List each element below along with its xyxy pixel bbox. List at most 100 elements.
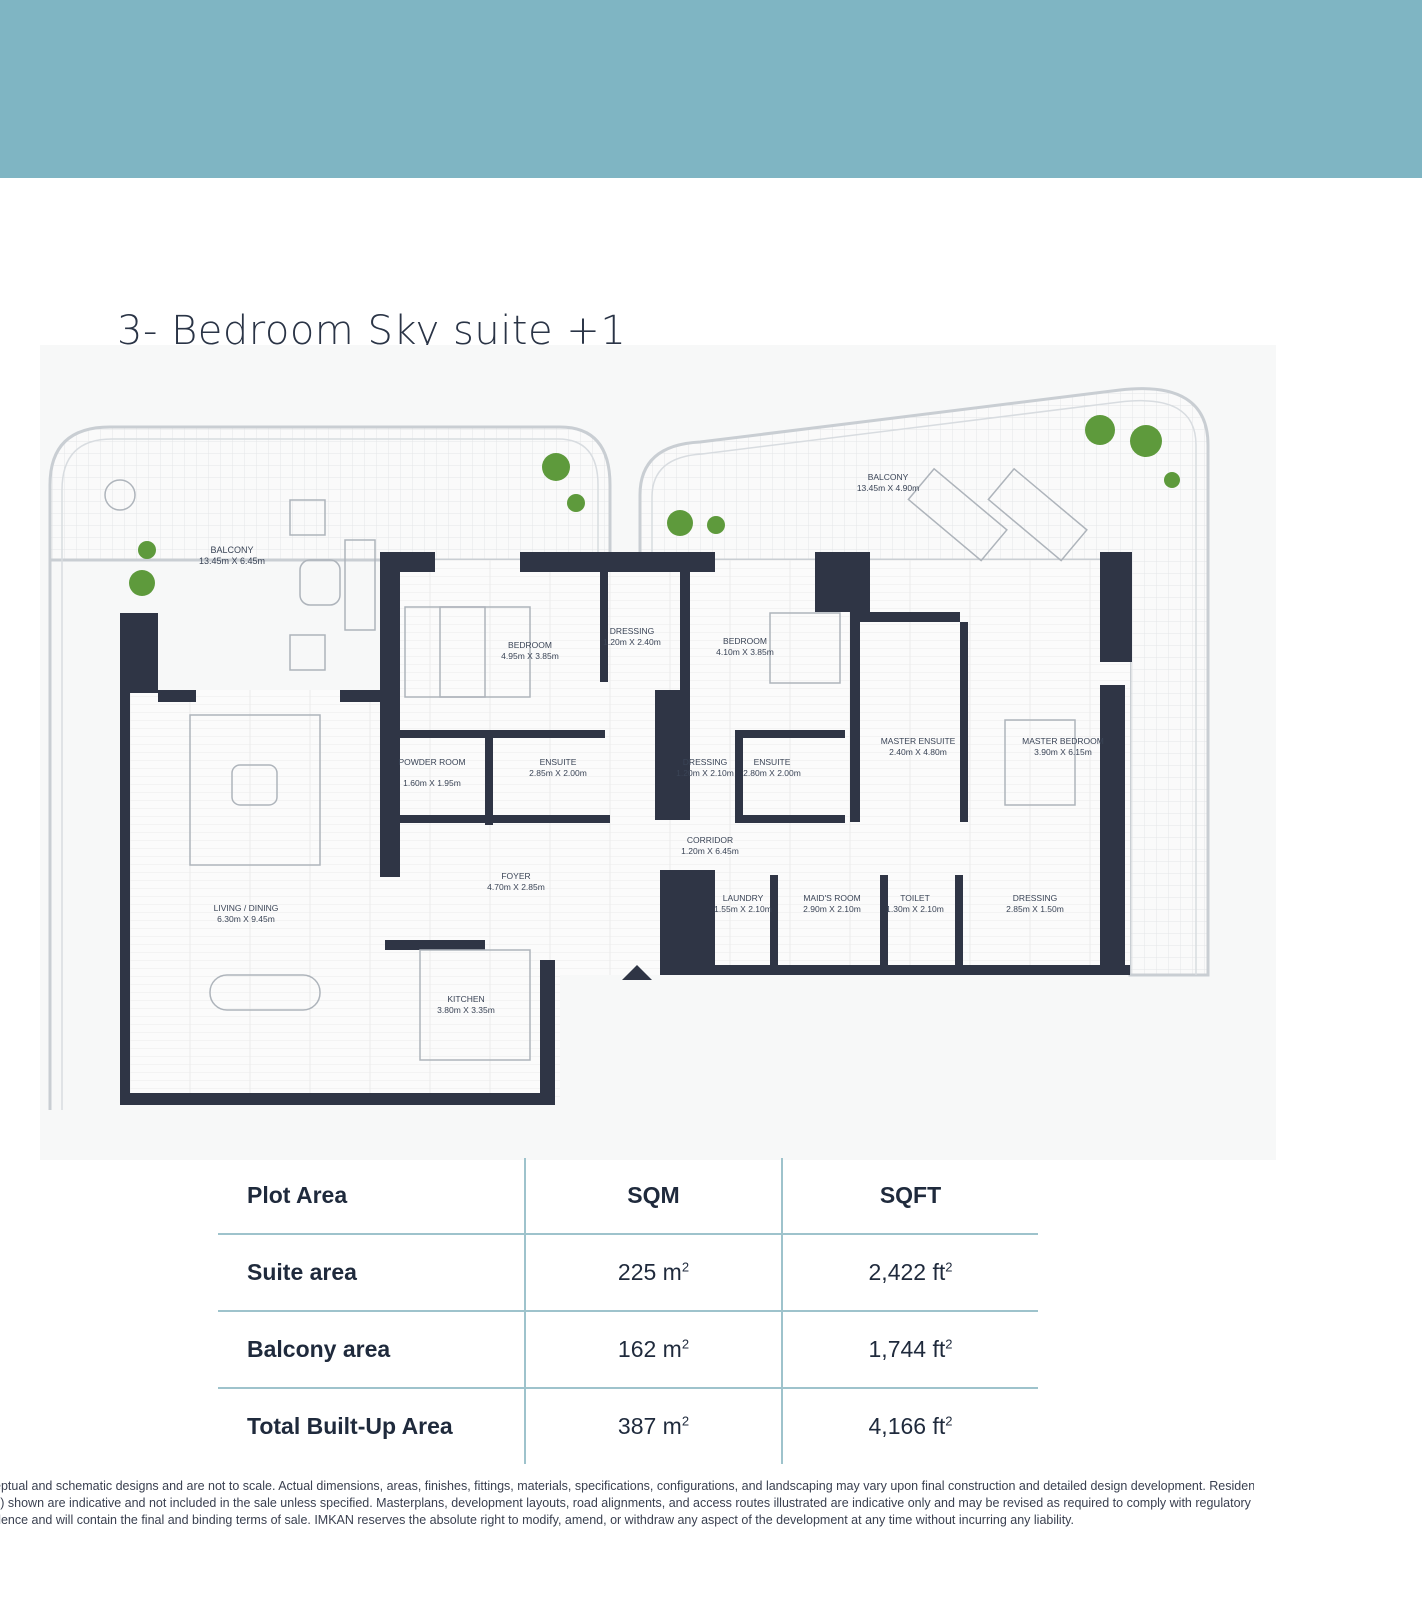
svg-text:4.10m X 3.85m: 4.10m X 3.85m <box>716 647 774 657</box>
svg-text:2.80m X 2.00m: 2.80m X 2.00m <box>743 768 801 778</box>
room-name: BALCONY <box>868 472 909 482</box>
room-dims: 13.45m X 4.90m <box>857 483 919 493</box>
row-label: Balcony area <box>218 1310 525 1388</box>
row-label: Total Built-Up Area <box>218 1387 525 1464</box>
table-header-row: Plot Area SQM SQFT <box>218 1158 1038 1234</box>
svg-text:POWDER ROOM: POWDER ROOM <box>398 757 465 767</box>
sqm-header: SQM <box>524 1158 782 1234</box>
room-dims: 6.30m X 9.45m <box>217 914 275 924</box>
svg-text:13.45m X 6.45m: 13.45m X 6.45m <box>199 556 265 566</box>
plot-area-header: Plot Area <box>247 1182 348 1208</box>
svg-text:1.55m X 2.10m: 1.55m X 2.10m <box>714 904 772 914</box>
sqm-value: 225 m2 <box>524 1233 782 1311</box>
room-name: TOILET <box>900 893 930 903</box>
sqm-value: 387 m2 <box>524 1387 782 1464</box>
room-name: MASTER BEDROOM <box>1022 736 1104 746</box>
room-dims: 2.85m X 1.50m <box>1006 904 1064 914</box>
svg-text:ENSUITE: ENSUITE <box>754 757 791 767</box>
floor-plan: BALCONY 13.45m X 6.45m BALCONY 13.45m X … <box>40 345 1276 1160</box>
room-name: MAID'S ROOM <box>803 893 860 903</box>
svg-text:13.45m X 4.90m: 13.45m X 4.90m <box>857 483 919 493</box>
svg-text:FOYER: FOYER <box>501 871 530 881</box>
svg-text:ENSUITE: ENSUITE <box>540 757 577 767</box>
svg-text:6.30m X 9.45m: 6.30m X 9.45m <box>217 914 275 924</box>
room-name: LAUNDRY <box>723 893 764 903</box>
room-dims: 2.80m X 2.00m <box>743 768 801 778</box>
svg-text:1.20m X 6.45m: 1.20m X 6.45m <box>681 846 739 856</box>
room-dims: 3.90m X 6.15m <box>1034 747 1092 757</box>
svg-text:3.90m X 6.15m: 3.90m X 6.15m <box>1034 747 1092 757</box>
room-name: KITCHEN <box>447 994 484 1004</box>
svg-text:CORRIDOR: CORRIDOR <box>687 835 733 845</box>
table-row: Balcony area 162 m2 1,744 ft2 <box>218 1310 1038 1388</box>
sqft-value: 4,166 ft2 <box>781 1387 1038 1464</box>
room-name: ENSUITE <box>540 757 577 767</box>
room-name: DRESSING <box>683 757 727 767</box>
right-balcony-outline <box>638 387 1210 977</box>
room-dims: 1.55m X 2.10m <box>714 904 772 914</box>
table-row: Suite area 225 m2 2,422 ft2 <box>218 1233 1038 1311</box>
room-dims: 4.10m X 3.85m <box>716 647 774 657</box>
svg-text:DRESSING: DRESSING <box>683 757 727 767</box>
room-dims: 3.80m X 3.35m <box>437 1005 495 1015</box>
header-banner <box>0 0 1422 178</box>
svg-text:BEDROOM: BEDROOM <box>723 636 767 646</box>
left-balcony-outline <box>48 425 612 1110</box>
sqft-header: SQFT <box>781 1158 1038 1234</box>
sqm-value: 162 m2 <box>524 1310 782 1388</box>
svg-text:1.30m X 2.10m: 1.30m X 2.10m <box>886 904 944 914</box>
svg-text:KITCHEN: KITCHEN <box>447 994 484 1004</box>
room-dims: 1.30m X 2.10m <box>886 904 944 914</box>
room-name: DRESSING <box>610 626 654 636</box>
svg-text:2.85m X 2.00m: 2.85m X 2.00m <box>529 768 587 778</box>
svg-text:1.60m X 1.95m: 1.60m X 1.95m <box>403 778 461 788</box>
sqft-value: 2,422 ft2 <box>781 1233 1038 1311</box>
svg-text:TOILET: TOILET <box>900 893 930 903</box>
svg-text:2.40m X 4.80m: 2.40m X 4.80m <box>889 747 947 757</box>
svg-text:4.95m X 3.85m: 4.95m X 3.85m <box>501 651 559 661</box>
room-name: BEDROOM <box>508 640 552 650</box>
svg-text:4.70m X 2.85m: 4.70m X 2.85m <box>487 882 545 892</box>
svg-text:2.90m X 2.10m: 2.90m X 2.10m <box>803 904 861 914</box>
svg-text:BEDROOM: BEDROOM <box>508 640 552 650</box>
disclaimer-line: dence and will contain the final and bin… <box>0 1513 1074 1527</box>
room-name: POWDER ROOM <box>398 757 465 767</box>
disclaimer-line: eptual and schematic designs and are not… <box>0 1479 1254 1493</box>
room-name: DRESSING <box>1013 893 1057 903</box>
entrance-marker <box>622 965 652 980</box>
room-dims: 2.40m X 4.80m <box>889 747 947 757</box>
room-name: BEDROOM <box>723 636 767 646</box>
svg-text:3.80m X 3.35m: 3.80m X 3.35m <box>437 1005 495 1015</box>
svg-text:MASTER ENSUITE: MASTER ENSUITE <box>881 736 956 746</box>
disclaimer-text: eptual and schematic designs and are not… <box>0 1478 1254 1529</box>
room-dims: 1.60m X 1.95m <box>403 778 461 788</box>
walls <box>120 552 1132 1105</box>
room-dims: 1.20m X 2.10m <box>676 768 734 778</box>
svg-text:1.20m X 2.40m: 1.20m X 2.40m <box>603 637 661 647</box>
svg-text:MASTER BEDROOM: MASTER BEDROOM <box>1022 736 1104 746</box>
svg-text:DRESSING: DRESSING <box>610 626 654 636</box>
room-name: BALCONY <box>210 545 253 555</box>
room-dims: 4.70m X 2.85m <box>487 882 545 892</box>
sqft-value: 1,744 ft2 <box>781 1310 1038 1388</box>
svg-text:BALCONY: BALCONY <box>210 545 253 555</box>
room-name: CORRIDOR <box>687 835 733 845</box>
svg-text:BALCONY: BALCONY <box>868 472 909 482</box>
room-dims: 1.20m X 2.40m <box>603 637 661 647</box>
svg-text:MAID'S ROOM: MAID'S ROOM <box>803 893 860 903</box>
room-dims: 2.85m X 2.00m <box>529 768 587 778</box>
room-name: FOYER <box>501 871 530 881</box>
svg-text:LAUNDRY: LAUNDRY <box>723 893 764 903</box>
room-dims: 2.90m X 2.10m <box>803 904 861 914</box>
room-name: LIVING / DINING <box>214 903 279 913</box>
room-name: ENSUITE <box>754 757 791 767</box>
room-dims: 4.95m X 3.85m <box>501 651 559 661</box>
svg-text:DRESSING: DRESSING <box>1013 893 1057 903</box>
room-name: MASTER ENSUITE <box>881 736 956 746</box>
row-label: Suite area <box>218 1233 525 1311</box>
svg-text:1.20m X 2.10m: 1.20m X 2.10m <box>676 768 734 778</box>
table-row: Total Built-Up Area 387 m2 4,166 ft2 <box>218 1387 1038 1464</box>
disclaimer-line: s) shown are indicative and not included… <box>0 1496 1251 1510</box>
room-dims: 13.45m X 6.45m <box>199 556 265 566</box>
area-table: Plot Area SQM SQFT Suite area 225 m2 2,4… <box>218 1158 1038 1464</box>
